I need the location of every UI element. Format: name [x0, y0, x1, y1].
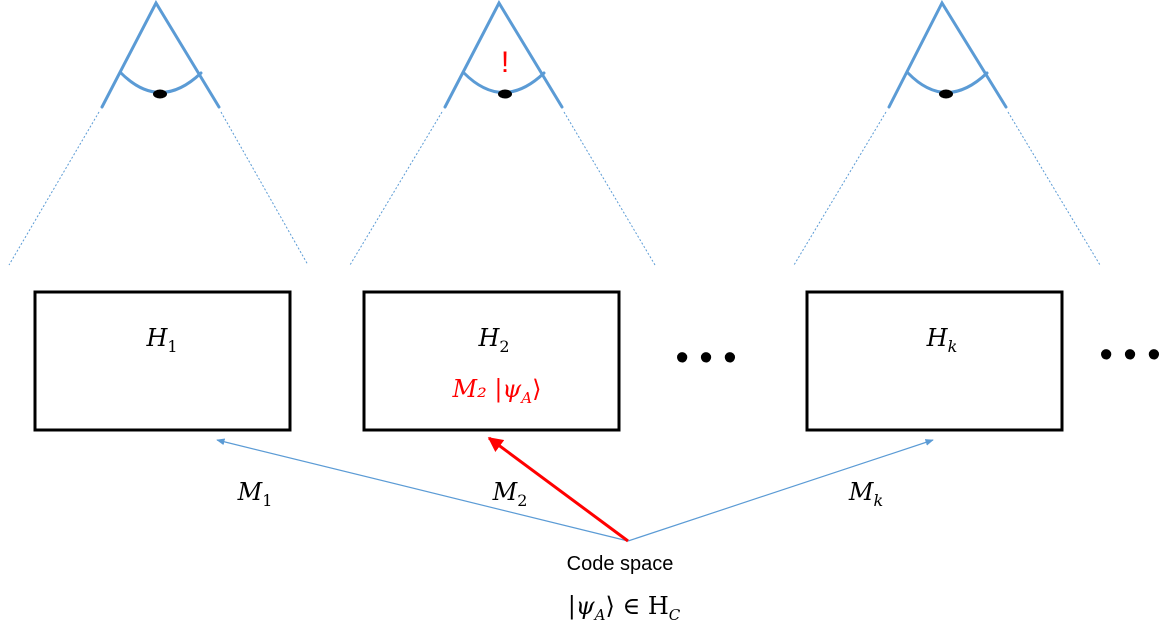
box-content: M₂ |ψA⟩: [452, 375, 542, 407]
map-label-mk: Mk: [848, 478, 883, 510]
ellipsis: • • •: [675, 337, 736, 379]
box-label: H2: [477, 324, 509, 356]
ellipsis: • • •: [1099, 334, 1160, 376]
eye-icon: [887, 0, 1008, 109]
map-label-m1: M1: [237, 478, 273, 510]
observer-2: !: [349, 0, 656, 266]
code-space-title: Code space: [567, 553, 674, 575]
box-label: Hk: [926, 324, 958, 356]
view-line-right: [220, 111, 309, 266]
observer-1: [8, 0, 309, 266]
eye-icon: [443, 0, 564, 109]
view-line-left: [8, 111, 100, 266]
view-line-right: [1007, 111, 1101, 266]
view-line-left: [793, 111, 887, 266]
arrow-m1: [216, 438, 629, 542]
eye-icon: [100, 0, 221, 109]
view-line-left: [349, 111, 443, 266]
code-space-state: |ψA⟩ ∈ HC: [568, 592, 681, 624]
view-line-right: [563, 111, 656, 266]
observer-3: [793, 0, 1101, 266]
map-label-m2: M2: [492, 478, 528, 510]
box-hk: Hk: [805, 290, 1064, 432]
box-h1: H1: [33, 290, 292, 432]
arrow-m2: [487, 436, 629, 543]
box-label: H1: [145, 324, 177, 356]
box-h2: H2 M₂ |ψA⟩: [362, 290, 621, 432]
arrow-mk: [627, 439, 934, 542]
alert-mark: !: [501, 46, 509, 79]
